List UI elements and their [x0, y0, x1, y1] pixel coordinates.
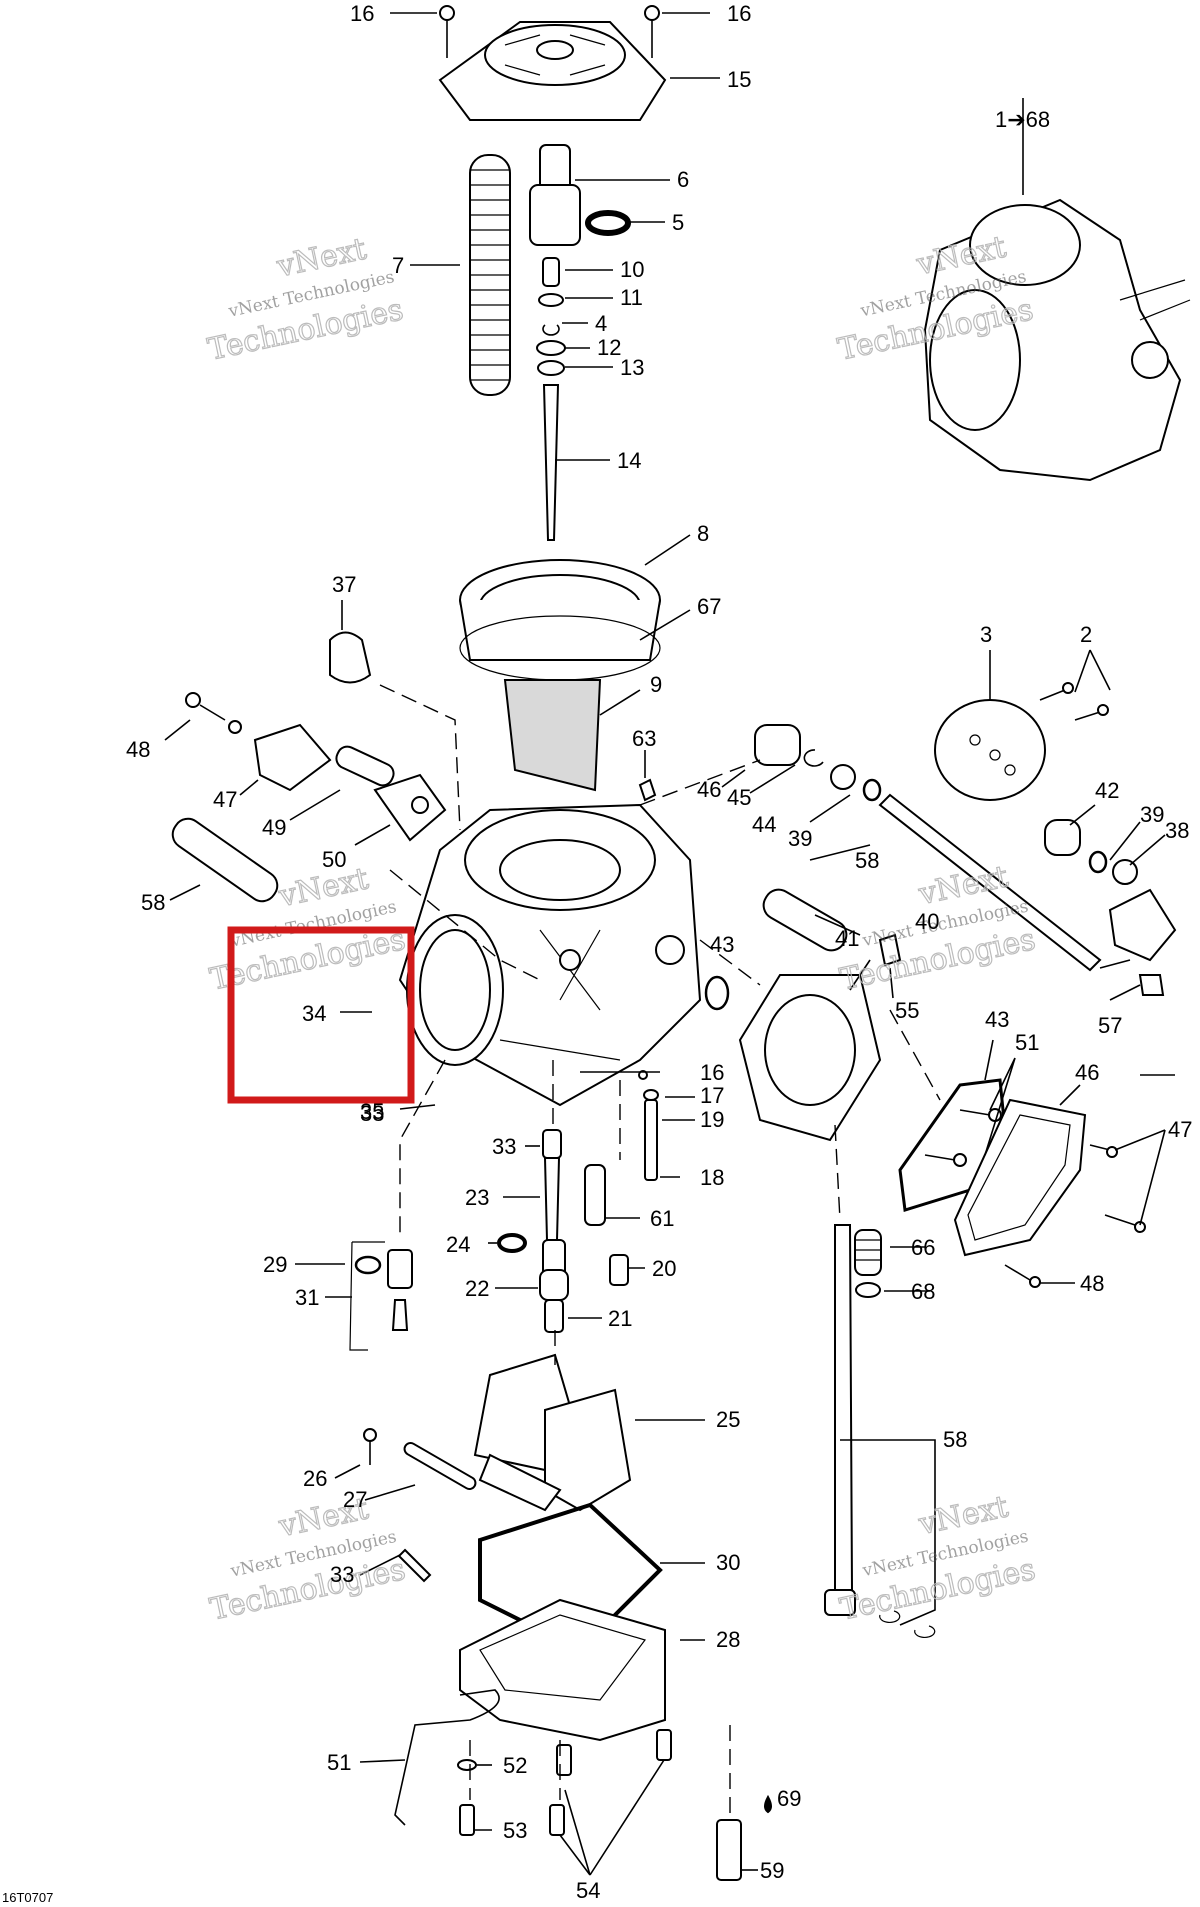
callout-label: 57: [1098, 1013, 1122, 1038]
callout-label: 37: [332, 572, 356, 597]
callout-label: 43: [985, 1007, 1009, 1032]
callout-label: 67: [697, 594, 721, 619]
assembled-carburetor-inset: [923, 198, 1191, 482]
dashed-alignment-lines: [379, 684, 941, 1820]
callout-label: 7: [392, 253, 404, 278]
callout-label: 18: [700, 1165, 724, 1190]
leader-lines: [164, 12, 1175, 1876]
callout-label: 29: [263, 1252, 287, 1277]
callout-label: 21: [608, 1306, 632, 1331]
callout-label: 23: [465, 1185, 489, 1210]
callout-label: 20: [652, 1256, 676, 1281]
callout-label: 27: [343, 1487, 367, 1512]
callout-label: 68: [911, 1279, 935, 1304]
callout-label: 9: [650, 672, 662, 697]
callout-label: 25: [716, 1407, 740, 1432]
callout-label: 44: [752, 812, 776, 837]
callout-label: 63: [632, 726, 656, 751]
callout-label: 24: [446, 1232, 470, 1257]
callout-label: 16: [727, 1, 751, 26]
callout-label: 14: [617, 448, 641, 473]
diagram-code: 16T0707: [2, 1890, 53, 1905]
callout-label: 47: [213, 787, 237, 812]
callout-label: 59: [760, 1858, 784, 1883]
highlight-box: [227, 926, 415, 1104]
callout-label: 49: [262, 815, 286, 840]
callout-label: 22: [465, 1276, 489, 1301]
callout-label: 8: [697, 521, 709, 546]
callout-label: 6: [677, 167, 689, 192]
callout-label: 5: [672, 210, 684, 235]
callout-label: 69: [777, 1786, 801, 1811]
callout-label: 66: [911, 1235, 935, 1260]
callout-label: 45: [727, 785, 751, 810]
callout-label: 40: [915, 909, 939, 934]
callout-label: 53: [503, 1818, 527, 1843]
callout-label: 51: [327, 1750, 351, 1775]
callout-label: 58: [141, 890, 165, 915]
callout-label: 33: [330, 1562, 354, 1587]
callout-label: 28: [716, 1627, 740, 1652]
callout-label: 16: [700, 1060, 724, 1085]
callout-label: 50: [322, 847, 346, 872]
callout-label: 42: [1095, 778, 1119, 803]
callout-label: 61: [650, 1206, 674, 1231]
callout-label: 51: [1015, 1030, 1039, 1055]
callout-label: 55: [895, 998, 919, 1023]
callout-label: 34: [302, 1001, 326, 1026]
spring-7: [469, 154, 511, 396]
callout-label: 11: [620, 285, 643, 310]
callout-label: 30: [716, 1550, 740, 1575]
callout-label: 13: [620, 355, 644, 380]
callout-label: 48: [126, 737, 150, 762]
callout-label: 16: [350, 1, 374, 26]
callout-label: 48: [1080, 1271, 1104, 1296]
callout-label: 54: [576, 1878, 600, 1903]
callout-label: 33: [360, 1101, 384, 1126]
callout-label: 39: [788, 826, 812, 851]
callout-label: 38: [1165, 818, 1189, 843]
float-26: [473, 1353, 632, 1512]
callout-label: 46: [1075, 1060, 1099, 1085]
callout-label: 46: [697, 777, 721, 802]
callout-label: 58: [855, 848, 879, 873]
callout-label: 26: [303, 1466, 327, 1491]
callout-label: 39: [1140, 802, 1164, 827]
callout-label: 12: [597, 335, 621, 360]
callout-label: 15: [727, 67, 751, 92]
callout-label: 41: [835, 926, 859, 951]
assembly-reference-label: 1➔68: [995, 107, 1050, 132]
parts-illustration: [171, 5, 1191, 1881]
callout-label: 52: [503, 1753, 527, 1778]
callout-label: 43: [710, 932, 734, 957]
callout-label: 2: [1080, 622, 1092, 647]
callout-label: 17: [700, 1083, 724, 1108]
callout-label: 33: [492, 1134, 516, 1159]
callout-label: 31: [295, 1285, 319, 1310]
callout-label: 3: [980, 622, 992, 647]
carburetor-body: [398, 803, 702, 1107]
callout-label: 58: [943, 1427, 967, 1452]
callout-label: 10: [620, 257, 644, 282]
callout-label: 19: [700, 1107, 724, 1132]
callout-label: 47: [1168, 1117, 1192, 1142]
callout-label: 4: [595, 311, 607, 336]
callout-labels: 16 16 15 6 5 7 10 11 4 12 13 14 8 67 9 1…: [126, 1, 1192, 1903]
